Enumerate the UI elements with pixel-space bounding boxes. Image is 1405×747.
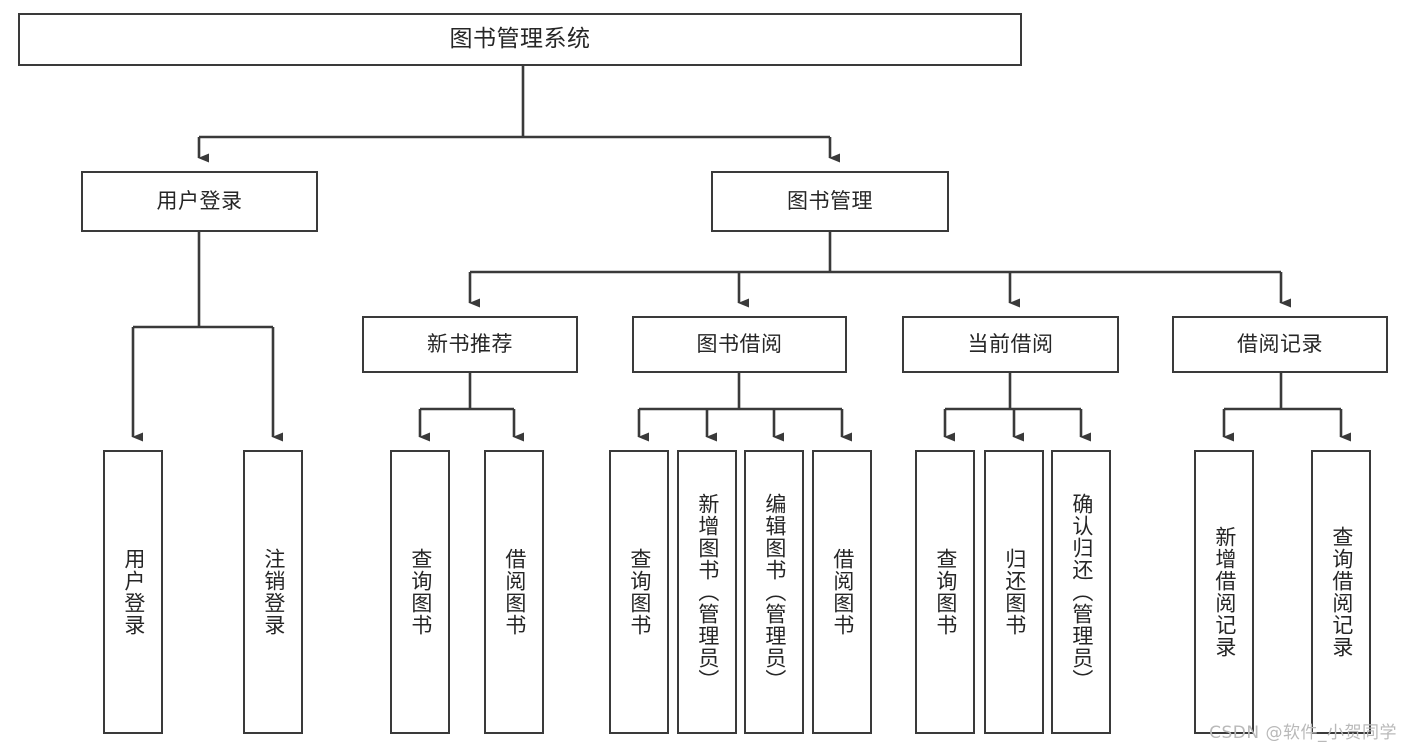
node-label: 查询借阅记录 <box>1329 526 1354 658</box>
node-user-login[interactable]: 用户登录 <box>81 171 318 232</box>
node-leaf-edit-book[interactable]: 编辑图书（管理员） <box>744 450 804 734</box>
node-new-book-recommend[interactable]: 新书推荐 <box>362 316 578 373</box>
node-label: 查询图书 <box>408 548 433 636</box>
node-leaf-return-book[interactable]: 归还图书 <box>984 450 1044 734</box>
node-label: 新增图书（管理员） <box>695 493 720 691</box>
node-label: 借阅图书 <box>502 548 527 636</box>
node-book-management[interactable]: 图书管理 <box>711 171 949 232</box>
node-leaf-query-book-2[interactable]: 查询图书 <box>609 450 669 734</box>
node-label: 图书管理系统 <box>449 25 591 52</box>
node-leaf-add-record[interactable]: 新增借阅记录 <box>1194 450 1254 734</box>
node-leaf-borrow-book-1[interactable]: 借阅图书 <box>484 450 544 734</box>
node-label: 当前借阅 <box>967 331 1054 356</box>
node-label: 图书借阅 <box>696 331 783 356</box>
node-leaf-query-book-1[interactable]: 查询图书 <box>390 450 450 734</box>
edge-group-current-borrow <box>943 373 1091 442</box>
node-label: 借阅图书 <box>830 548 855 636</box>
edge-group-root <box>197 65 840 163</box>
edge-group-book-borrow <box>637 373 852 442</box>
node-leaf-query-book-3[interactable]: 查询图书 <box>915 450 975 734</box>
node-leaf-confirm-return[interactable]: 确认归还（管理员） <box>1051 450 1111 734</box>
node-label: 编辑图书（管理员） <box>762 493 787 691</box>
node-label: 查询图书 <box>933 548 958 636</box>
node-label: 确认归还（管理员） <box>1069 493 1094 691</box>
node-label: 图书管理 <box>787 188 873 213</box>
node-label: 注销登录 <box>261 548 286 636</box>
node-label: 查询图书 <box>627 548 652 636</box>
node-leaf-query-record[interactable]: 查询借阅记录 <box>1311 450 1371 734</box>
node-leaf-add-book[interactable]: 新增图书（管理员） <box>677 450 737 734</box>
node-root-system[interactable]: 图书管理系统 <box>18 13 1022 66</box>
node-label: 归还图书 <box>1002 548 1027 636</box>
node-label: 新增借阅记录 <box>1212 526 1237 658</box>
node-book-borrow[interactable]: 图书借阅 <box>632 316 847 373</box>
node-borrow-record[interactable]: 借阅记录 <box>1172 316 1388 373</box>
node-label: 用户登录 <box>121 548 146 636</box>
node-current-borrow[interactable]: 当前借阅 <box>902 316 1119 373</box>
node-leaf-logout-login[interactable]: 注销登录 <box>243 450 303 734</box>
node-leaf-borrow-book-2[interactable]: 借阅图书 <box>812 450 872 734</box>
node-label: 新书推荐 <box>427 331 513 356</box>
node-label: 借阅记录 <box>1237 331 1323 356</box>
edge-group-user-login <box>131 232 283 442</box>
node-leaf-user-login[interactable]: 用户登录 <box>103 450 163 734</box>
node-label: 用户登录 <box>156 188 243 213</box>
edge-group-new-book-recommend <box>418 373 524 442</box>
edge-group-book-management <box>468 232 1291 308</box>
edge-group-borrow-record <box>1222 373 1351 442</box>
